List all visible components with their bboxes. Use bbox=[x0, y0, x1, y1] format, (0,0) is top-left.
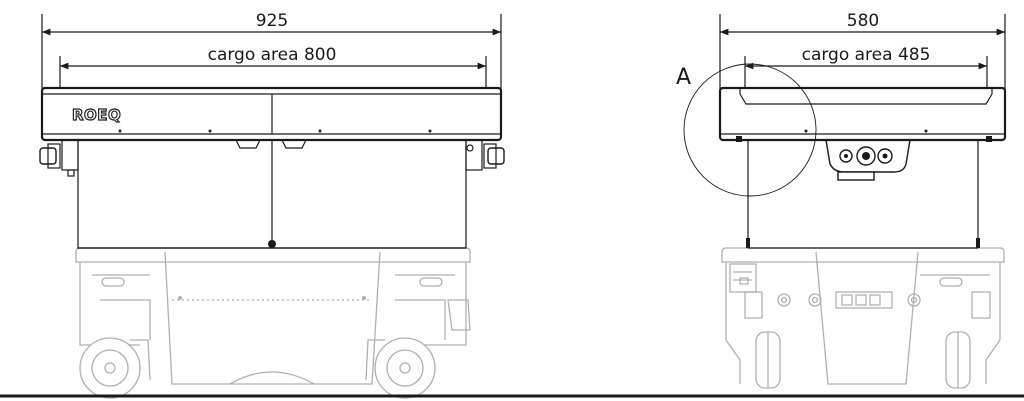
pin-icon bbox=[268, 240, 276, 248]
detail-callout-a: A bbox=[676, 63, 817, 197]
cart-body-front bbox=[39, 92, 505, 249]
dimension-label-580: 580 bbox=[847, 11, 879, 31]
dimension-overall-width-front: 925 bbox=[41, 11, 502, 92]
cart-body-side bbox=[746, 139, 980, 249]
cargo-top-plate-side bbox=[718, 86, 1007, 142]
dimension-overall-width-side: 580 bbox=[719, 11, 1006, 92]
dimension-cargo-width-side: cargo area 485 bbox=[744, 45, 988, 92]
dimension-cargo-width-front: cargo area 800 bbox=[59, 45, 487, 92]
dimension-label-cargo-800: cargo area 800 bbox=[208, 45, 337, 65]
base-vehicle-front bbox=[75, 247, 471, 399]
base-vehicle-side bbox=[721, 247, 1005, 389]
roeq-logo: ROEQ bbox=[72, 106, 121, 124]
front-view: 925 cargo area 800 bbox=[39, 11, 505, 399]
cargo-top-plate-front: ROEQ bbox=[40, 86, 503, 142]
dimension-label-cargo-485: cargo area 485 bbox=[802, 45, 931, 65]
dimension-label-925: 925 bbox=[256, 11, 288, 31]
side-view: 580 cargo area 485 bbox=[676, 11, 1007, 389]
detail-label: A bbox=[676, 65, 691, 90]
